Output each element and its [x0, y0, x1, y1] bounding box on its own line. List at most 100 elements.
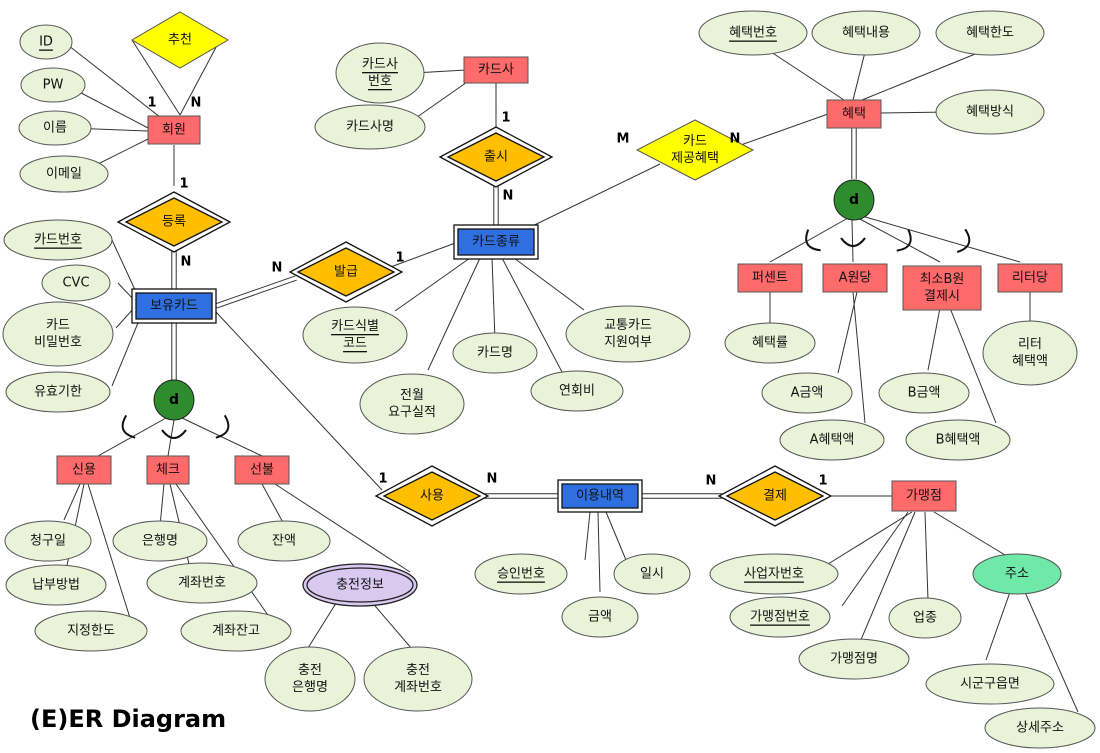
attribute-connector [111, 317, 141, 387]
entity-percent: 퍼센트 [737, 263, 803, 293]
attribute-connector [852, 47, 867, 101]
attribute-ellipse [698, 10, 808, 56]
attribute-connector [117, 282, 135, 301]
attribute-label: 일시 [640, 567, 664, 582]
attribute-account_no: 계좌번호 [146, 562, 258, 604]
weak-entity-owned_card: 보유카드 [131, 288, 217, 324]
relationship-connector [519, 163, 661, 233]
relationship-label: 제공혜택 [671, 151, 719, 166]
attribute-ellipse [761, 372, 853, 414]
attribute-ellipse [561, 596, 639, 638]
attribute-connector [851, 219, 854, 263]
attribute-b_amount: B금액 [878, 372, 970, 414]
attribute-ellipse [19, 155, 109, 193]
attribute-label: ID [39, 35, 53, 50]
attribute-connector [985, 591, 1011, 661]
relationship-label: 등록 [162, 215, 186, 230]
relationship-diamond [725, 471, 825, 521]
relationship-label: 발급 [334, 265, 358, 280]
attribute-label: 주소 [1005, 567, 1029, 582]
attribute-connector [63, 41, 175, 129]
relationship-connector [387, 241, 459, 269]
attribute-ellipse [474, 553, 568, 595]
attribute-label: 업종 [913, 611, 937, 626]
attribute-connector [131, 39, 181, 116]
weak-entity-usage: 이용내역 [557, 479, 643, 513]
attribute-ellipse [724, 322, 816, 364]
attribute-label: 이름 [43, 121, 67, 136]
attribute-label: 카드번호 [34, 233, 82, 248]
attribute-connector [859, 511, 916, 643]
attribute-ellipse [565, 305, 691, 363]
attribute-benefit_content: 혜택내용 [811, 10, 921, 56]
attribute-label: 혜택방식 [966, 105, 1014, 120]
attribute-connector [274, 483, 411, 573]
attribute-label: 연회비 [559, 384, 595, 399]
attribute-connector [409, 79, 471, 123]
attribute-connector [949, 307, 997, 424]
attribute-ellipse [729, 596, 831, 638]
attribute-ellipse [972, 553, 1062, 595]
attribute-ellipse [112, 520, 208, 562]
entity-box [902, 265, 982, 311]
attribute-connector [369, 599, 419, 657]
attribute-connector [111, 239, 137, 293]
entity-box [135, 292, 213, 320]
attribute-label: 카드식별 [331, 319, 379, 334]
disjoint-circle: d [833, 179, 875, 221]
entity-box [891, 480, 957, 512]
entity-label: 퍼센트 [752, 271, 788, 286]
attribute-annual_fee: 연회비 [530, 370, 624, 412]
disjoint-circle: d [153, 379, 195, 421]
attribute-label: 충전 [298, 663, 322, 678]
attribute-card_company_name: 카드사명 [314, 104, 426, 150]
attribute-connector [1023, 589, 1079, 713]
attribute-ellipse [146, 562, 258, 604]
attribute-ellipse [264, 646, 356, 712]
attribute-label: 혜택률 [752, 336, 788, 351]
attribute-connector [89, 137, 151, 169]
attribute-connector [501, 257, 563, 373]
subset-symbol [956, 228, 971, 253]
cardinality-label: 1 [395, 251, 404, 266]
cardinality-label: N [487, 472, 498, 487]
attribute-ellipse [180, 610, 292, 652]
attribute-connector [63, 483, 81, 521]
attribute-ellipse [935, 89, 1045, 135]
attribute-industry: 업종 [888, 597, 962, 639]
attribute-ellipse [2, 301, 114, 367]
attribute-a_benefit: A혜택액 [779, 419, 885, 461]
attribute-ellipse [4, 520, 92, 562]
relationship-diamond [124, 197, 224, 247]
attribute-ellipse [452, 332, 538, 374]
entity-box [463, 56, 529, 84]
entity-box [561, 483, 639, 509]
entity-label: A원당 [839, 271, 872, 286]
attribute-approval_no: 승인번호 [474, 553, 568, 595]
attribute-ellipse [984, 707, 1096, 749]
attribute-label: 상세주소 [1016, 721, 1064, 736]
entity-label: 체크 [156, 463, 180, 478]
attribute-ellipse [302, 306, 408, 364]
multivalued-attribute-outer [302, 563, 418, 607]
attribute-connector [933, 511, 1011, 559]
connector-lines [63, 35, 1079, 713]
attribute-charge_info: 충전정보 [302, 563, 418, 607]
cardinality-label: N [191, 96, 202, 111]
cardinality-label: N [503, 189, 514, 204]
attribute-cvc: CVC [41, 264, 111, 302]
attribute-ellipse [359, 373, 465, 435]
attribute-label: PW [43, 78, 64, 93]
attribute-label: 카드명 [477, 346, 513, 361]
attribute-ellipse [811, 10, 921, 56]
entity-box [826, 99, 882, 129]
attribute-connector [841, 511, 909, 607]
entity-label: 선불 [250, 463, 274, 478]
subset-symbol [896, 229, 912, 252]
attribute-biz_no: 사업자번호 [709, 553, 839, 595]
attribute-connector [513, 257, 585, 311]
